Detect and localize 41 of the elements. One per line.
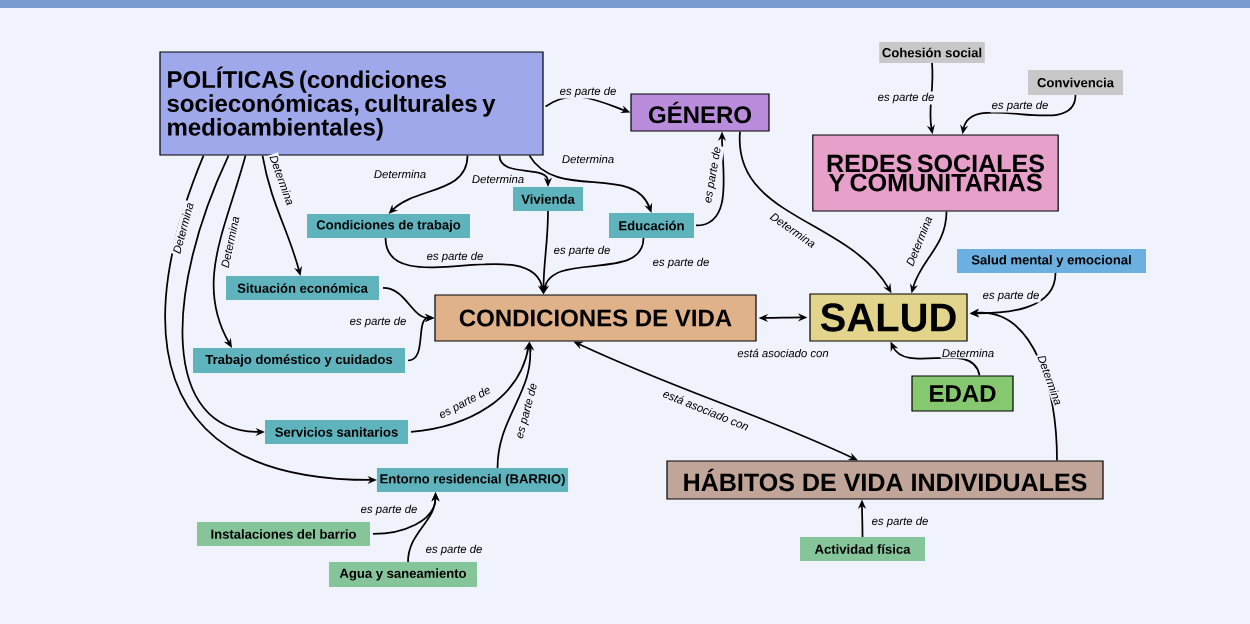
edge-label: es parte de [558, 85, 618, 99]
concept-box: EDAD [911, 375, 1014, 412]
edge-label: es parte de [424, 543, 484, 557]
topic-box: Servicios sanitarios [265, 420, 408, 444]
edge-label: es parte de [552, 244, 612, 258]
edge-label: Determina [218, 213, 242, 270]
topic-box: Cohesión social [879, 42, 985, 63]
edge-label: está asociado con [736, 347, 830, 359]
edge-label: es parte de [701, 144, 725, 206]
edge-label: es parte de [876, 91, 936, 105]
concept-box: REDES SOCIALES Y COMUNITARIAS [812, 134, 1059, 212]
topic-box: Condiciones de trabajo [307, 214, 470, 238]
edge-label: Determina [470, 173, 526, 185]
edge-label: es parte de [981, 289, 1041, 303]
edge-label: Determina [372, 168, 428, 180]
topic-box: Entorno residencial (BARRIO) [376, 468, 569, 492]
edge-label: es parte de [512, 380, 542, 442]
concept-box: CONDICIONES DE VIDA [434, 294, 757, 342]
topic-box: Salud mental y emocional [957, 249, 1146, 273]
topic-box: Agua y saneamiento [329, 562, 477, 587]
edge-label: es parte de [359, 503, 419, 517]
central-box: SALUD [809, 293, 968, 342]
policy-box: POLÍTICAS (condiciones socieconómicas, culturales y medioambientales) [159, 51, 544, 156]
concept-box: HÁBITOS DE VIDA INDIVIDUALES [666, 460, 1104, 500]
edge-label: es parte de [348, 315, 408, 329]
concept-box: GÉNERO [630, 93, 770, 132]
topic-box: Actividad física [800, 537, 925, 561]
arrow [212, 154, 247, 348]
topic-box: Instalaciones del barrio [197, 522, 370, 546]
edge-label: es parte de [435, 383, 495, 423]
edge-label: Determina [560, 153, 616, 165]
edge-label: es parte de [651, 256, 711, 270]
edge-label: es parte de [425, 250, 485, 264]
edge-label: es parte de [870, 515, 930, 529]
topic-box: Educación [609, 213, 694, 238]
topic-box: Convivencia [1028, 70, 1123, 95]
edge-label: es parte de [990, 99, 1050, 113]
topic-box: Vivienda [513, 187, 583, 211]
topic-box: Trabajo doméstico y cuidados [193, 348, 405, 373]
topic-box: Situación económica [226, 276, 379, 300]
edge-label: Determina [940, 347, 996, 359]
